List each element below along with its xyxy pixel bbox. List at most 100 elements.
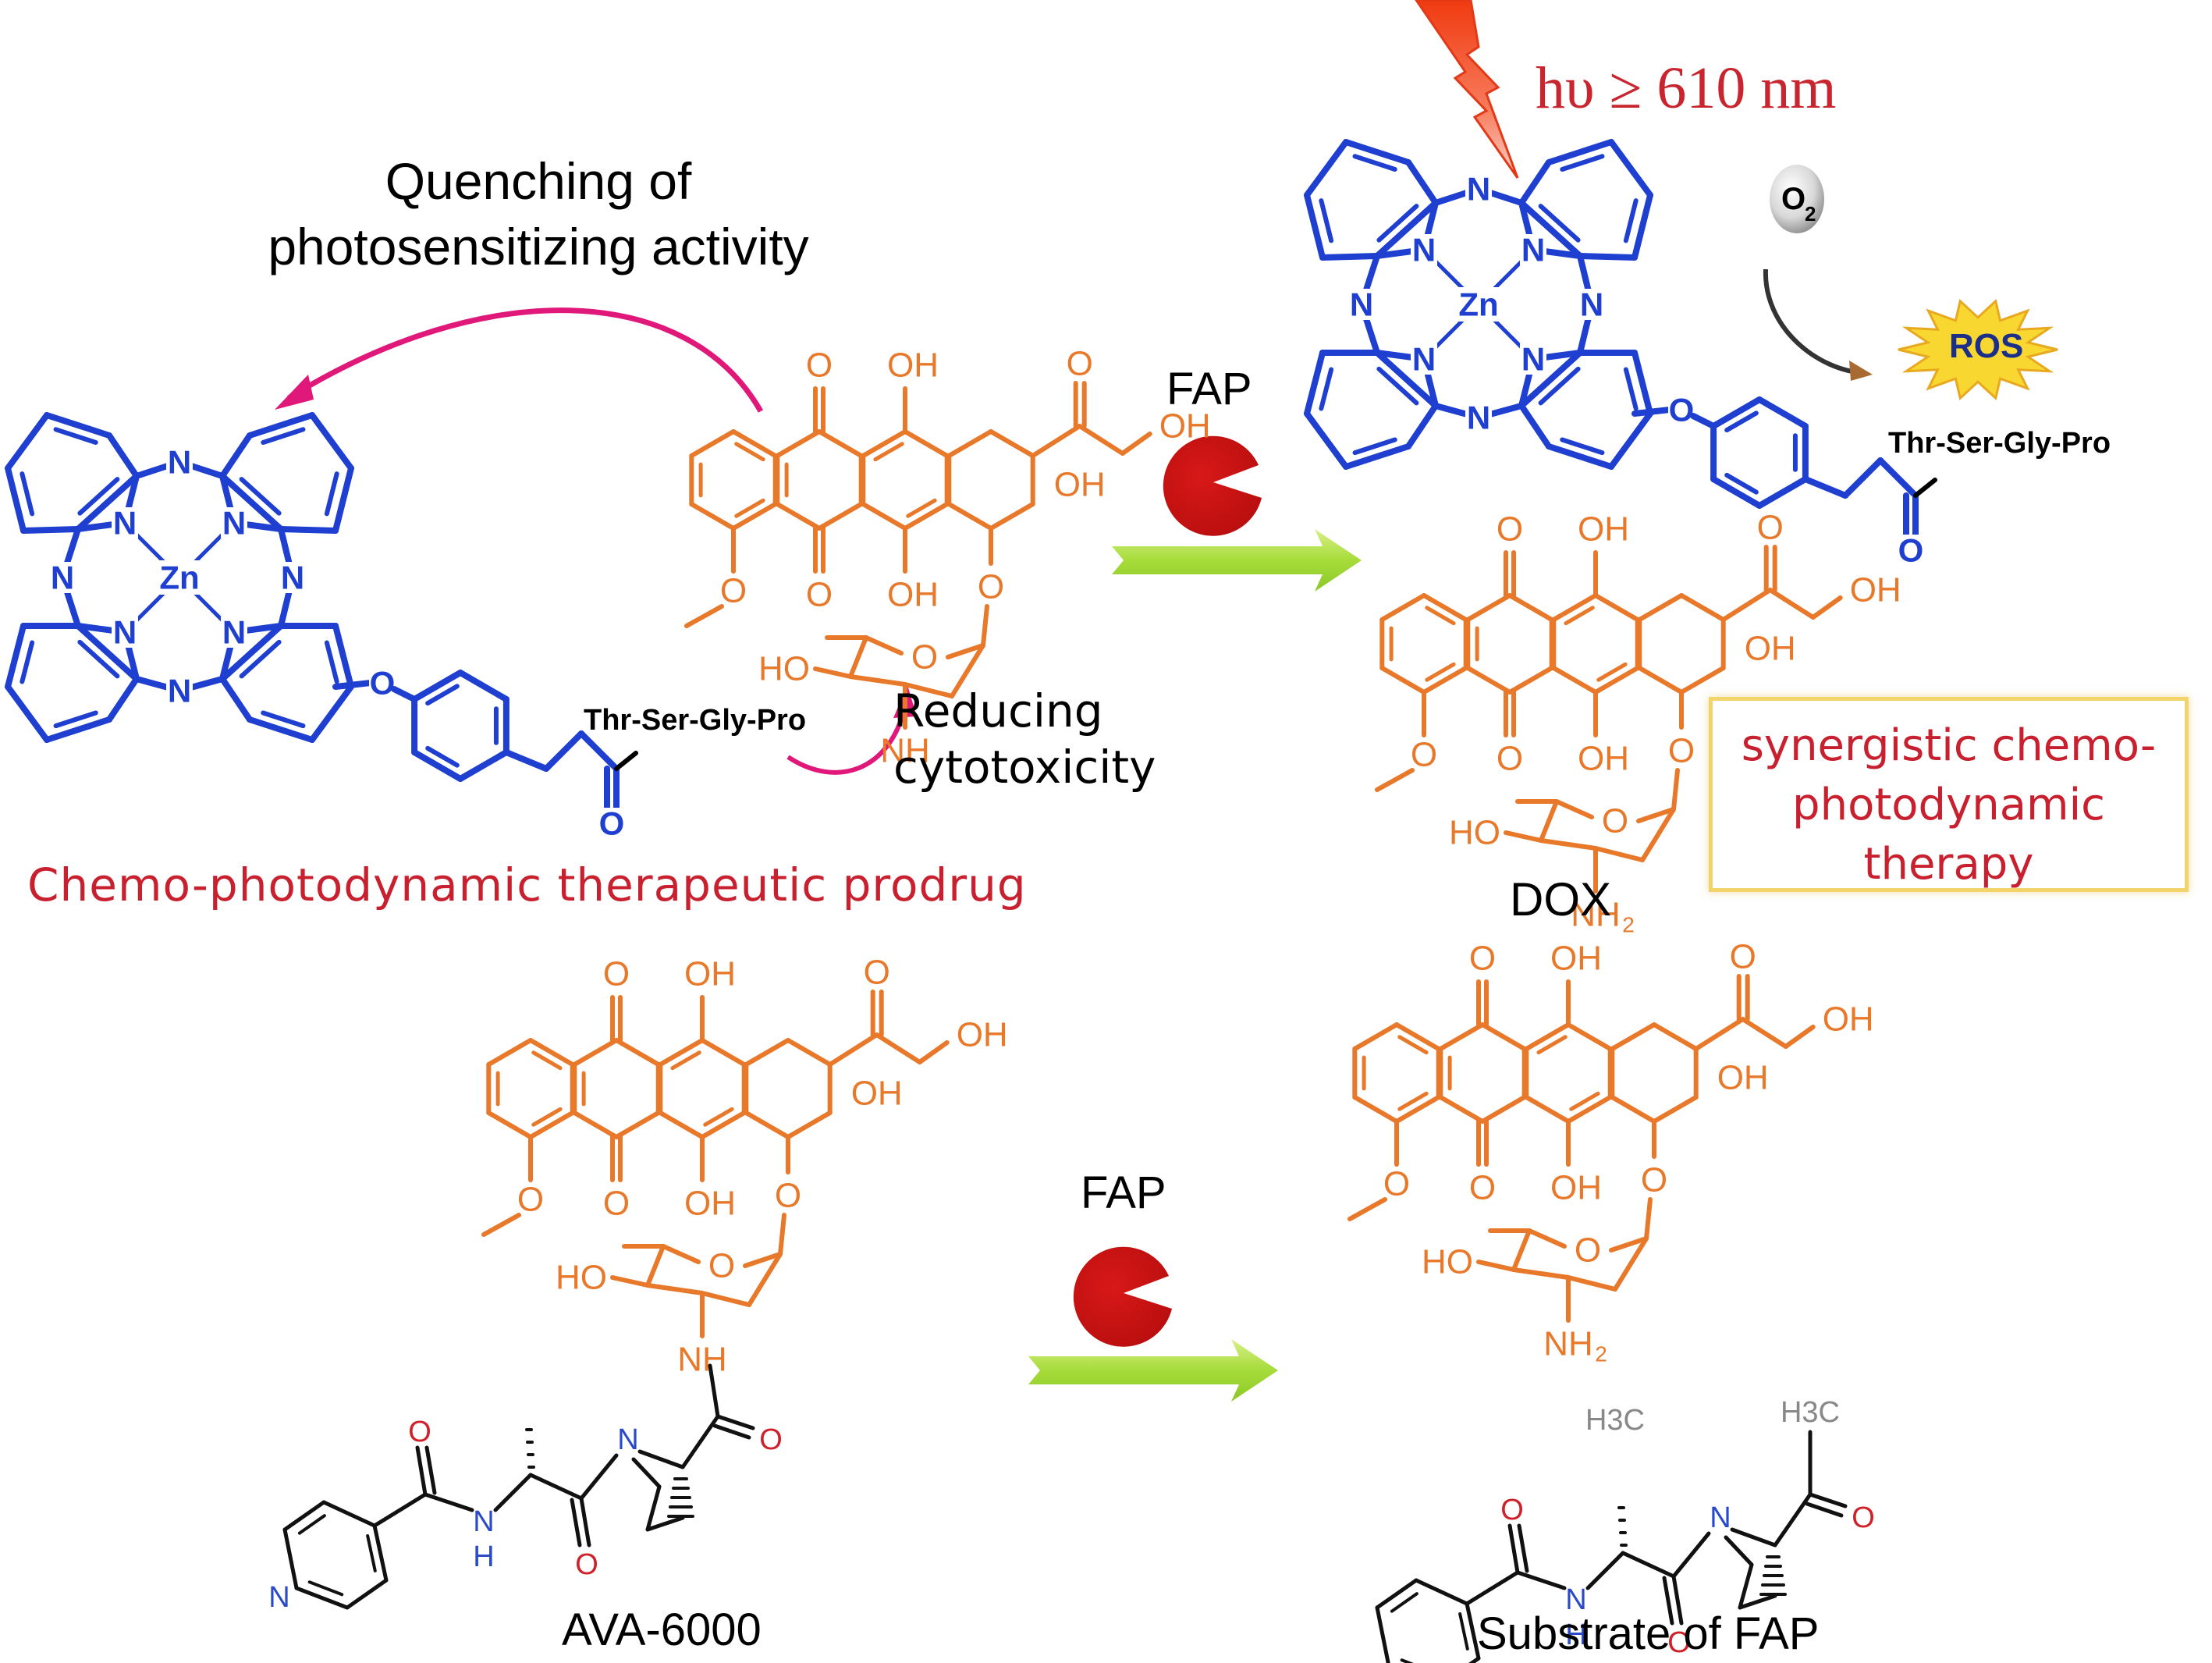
oxygen-atom: O [1497, 510, 1523, 549]
peptide-link [614, 751, 638, 771]
ring-bond [689, 502, 736, 531]
bond [1593, 846, 1645, 862]
pyridine-bond [372, 1523, 389, 1583]
ring-bond [1394, 1022, 1441, 1051]
oxygen-atom: O [1575, 1231, 1601, 1270]
benzo-ring-bond [5, 465, 27, 534]
bond [1539, 799, 1559, 843]
bond [743, 1252, 783, 1268]
peptide-label-product: Thr-Ser-Gly-Pro [1888, 427, 2111, 460]
benzo-ring-bond [219, 432, 253, 479]
benzo-ring-bond [278, 526, 339, 534]
ring-bond [1352, 1022, 1399, 1051]
phenyl-bond [1756, 396, 1809, 429]
nitrogen-atom: N [113, 505, 137, 542]
double-bond [324, 640, 339, 684]
hydroxyl-group: OH [1717, 1059, 1769, 1097]
nitrogen-atom: N [51, 560, 74, 596]
ring-bond [1422, 593, 1468, 622]
atom-mask [1520, 343, 1546, 375]
atom-mask [166, 446, 193, 478]
dox-caption: DOX [1510, 873, 1612, 926]
ring-bond [1394, 1095, 1441, 1124]
bond [813, 666, 853, 679]
bond [1690, 413, 1717, 429]
benzo-ring-bond [1343, 443, 1411, 470]
bond [708, 1363, 720, 1419]
ring-bond [731, 502, 778, 531]
benzo-ring-bond [1518, 350, 1583, 409]
bond [747, 1252, 783, 1307]
bond [848, 674, 907, 687]
hydroxyl-group: OH [1850, 571, 1901, 609]
benzo-ring-bond [219, 623, 284, 682]
ring-bond [1566, 1022, 1613, 1051]
bond [645, 1484, 662, 1532]
bond [1511, 1267, 1571, 1280]
ring-bond [989, 429, 1035, 458]
ring-bond [1593, 666, 1640, 695]
bond [1347, 1197, 1387, 1221]
benzo-ring-bond [1405, 159, 1439, 206]
phenyl-bond [457, 670, 510, 702]
ring-bond [1679, 593, 1726, 622]
double-bond [77, 477, 120, 516]
zinc-atom: Zn [1458, 286, 1498, 323]
bond [1527, 1228, 1567, 1249]
oxygen-atom: O [775, 1177, 801, 1215]
atom-mask [1578, 289, 1605, 320]
oxygen-atom: O [1469, 940, 1496, 978]
bond [1730, 1527, 1777, 1548]
pyridine-bond [282, 1527, 299, 1590]
bond [712, 1423, 751, 1440]
pyridine-bond [321, 1500, 377, 1528]
ring-bond [614, 1038, 661, 1067]
double-bond [261, 710, 306, 729]
bond [874, 1032, 922, 1064]
bond [391, 686, 418, 702]
benzo-ring-bond [44, 412, 112, 439]
benzo-ring-bond [1374, 200, 1439, 259]
oxygen-atom: O [1497, 740, 1523, 778]
benzo-ring-bond [1577, 253, 1638, 261]
double-bond [1390, 1592, 1418, 1613]
atom-mask [598, 808, 625, 839]
atom-mask [1668, 394, 1695, 425]
ring-bond [700, 1038, 747, 1067]
bond [645, 1283, 705, 1295]
bond [415, 1445, 428, 1497]
bond [848, 635, 868, 679]
double-bond [261, 427, 306, 445]
bond [715, 1414, 755, 1430]
bond [1740, 1017, 1788, 1049]
oxygen-atom: O [603, 955, 630, 993]
oxygen-atom: O [720, 572, 747, 610]
oxygen-atom: O [1667, 1626, 1691, 1659]
ring-bond [903, 429, 950, 458]
nitrogen-atom: N [168, 444, 191, 481]
atom-mask [1411, 234, 1437, 265]
phenyl-bond [411, 749, 463, 782]
nitrogen-atom: N [1467, 171, 1490, 208]
bond [1515, 1570, 1567, 1590]
double-bond [1425, 662, 1456, 682]
bond [645, 1516, 685, 1532]
amide-hydrogen: H [473, 1540, 494, 1573]
nitrogen-atom: N [168, 673, 191, 709]
fap-substrate-caption: Substrate of FAP [1477, 1608, 1820, 1659]
quenching-label: Quenching of photosensitizing activity [226, 148, 850, 279]
benzo-ring-bond [106, 432, 140, 479]
proline-nitrogen: N [1710, 1501, 1731, 1534]
synergy-box: synergistic chemo- photodynamic therapy [1709, 697, 2189, 892]
atom-mask [221, 617, 247, 648]
bond [645, 1244, 666, 1288]
double-bond [734, 498, 765, 518]
bond [570, 1498, 582, 1548]
amine-subscript: 2 [1595, 1342, 1607, 1366]
benzo-ring-bond [247, 716, 315, 743]
benzo-ring-bond [5, 412, 50, 471]
double-bond [53, 710, 98, 729]
hydroxyl-group: OH [887, 346, 939, 385]
benzo-ring-bond [1518, 200, 1583, 259]
